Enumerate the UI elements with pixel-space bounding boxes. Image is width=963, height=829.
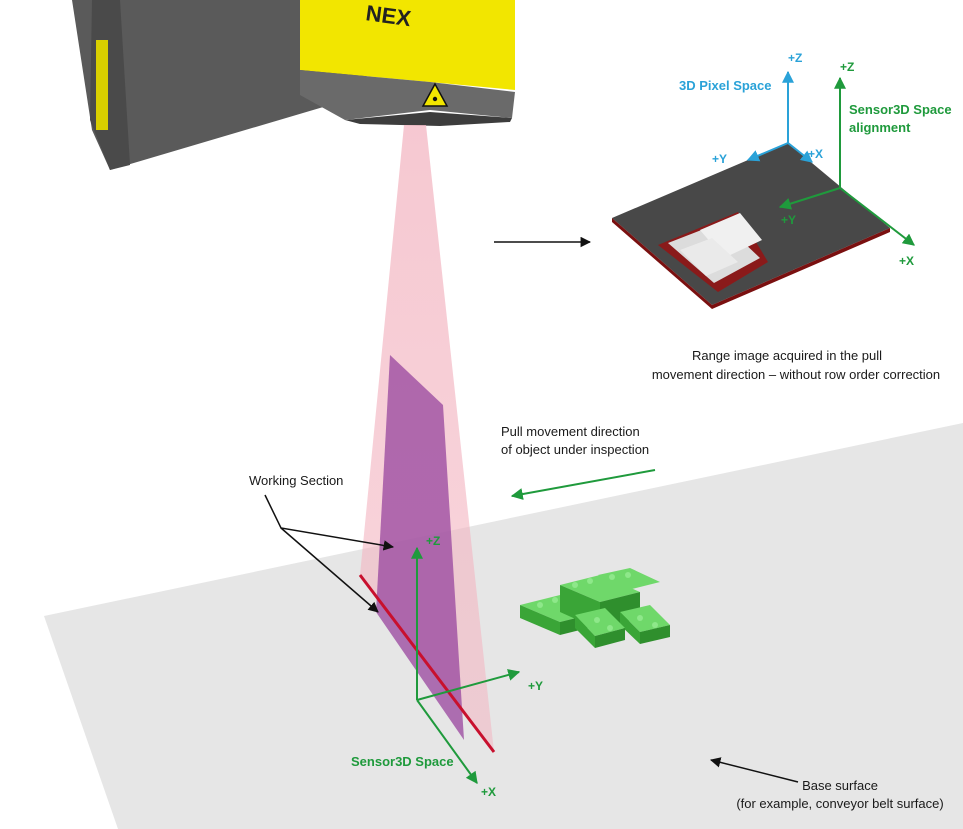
sensor-space-axes [411,546,521,784]
base-surface-label-line2: (for example, conveyor belt surface) [736,796,943,811]
movement-label-line1: Pull movement direction [501,424,640,439]
movement-label-line2: of object under inspection [501,442,649,457]
base-surface [44,423,963,829]
pixel-y-axis [746,142,789,162]
sensor-y-label: +Y [528,679,543,693]
range-sensor-z-label: +Z [840,60,854,74]
range-image [612,143,890,309]
working-section-leader-2 [280,527,379,613]
sensor-x-axis [416,699,478,784]
base-surface-leader [709,757,799,783]
pixel-x-label: +X [808,147,823,161]
sensor-space-alignment-title-2: alignment [849,120,911,135]
range-sensor-y-label: +Y [781,213,796,227]
sensor-x-label: +X [481,785,496,799]
range-caption-line1: Range image acquired in the pull [692,348,882,363]
range-sensor-x-label: +X [899,254,914,268]
range-sensor-x-axis [839,187,915,246]
pixel-space-title: 3D Pixel Space [679,78,772,93]
sensor-space-label: Sensor3D Space [351,754,454,769]
range-caption-line2: movement direction – without row order c… [652,367,940,382]
movement-arrow [510,469,656,500]
sensor-y-axis [416,669,521,701]
range-sensor-axes [778,76,915,246]
base-surface-label-line1: Base surface [802,778,878,793]
pixel-space-axes [746,70,813,163]
sensor-z-label: +Z [426,534,440,548]
pixel-z-label: +Z [788,51,802,65]
pixel-y-label: +Y [712,152,727,166]
laser-warning-icon [421,82,449,107]
sensor-space-alignment-title-1: Sensor3D Space [849,102,952,117]
range-sensor-y-axis [778,187,841,210]
object-bricks [520,568,670,648]
working-section-label: Working Section [249,473,343,488]
pixel-x-axis [787,142,813,163]
working-section-edge [358,574,496,753]
camera-head: NEX [72,0,515,170]
